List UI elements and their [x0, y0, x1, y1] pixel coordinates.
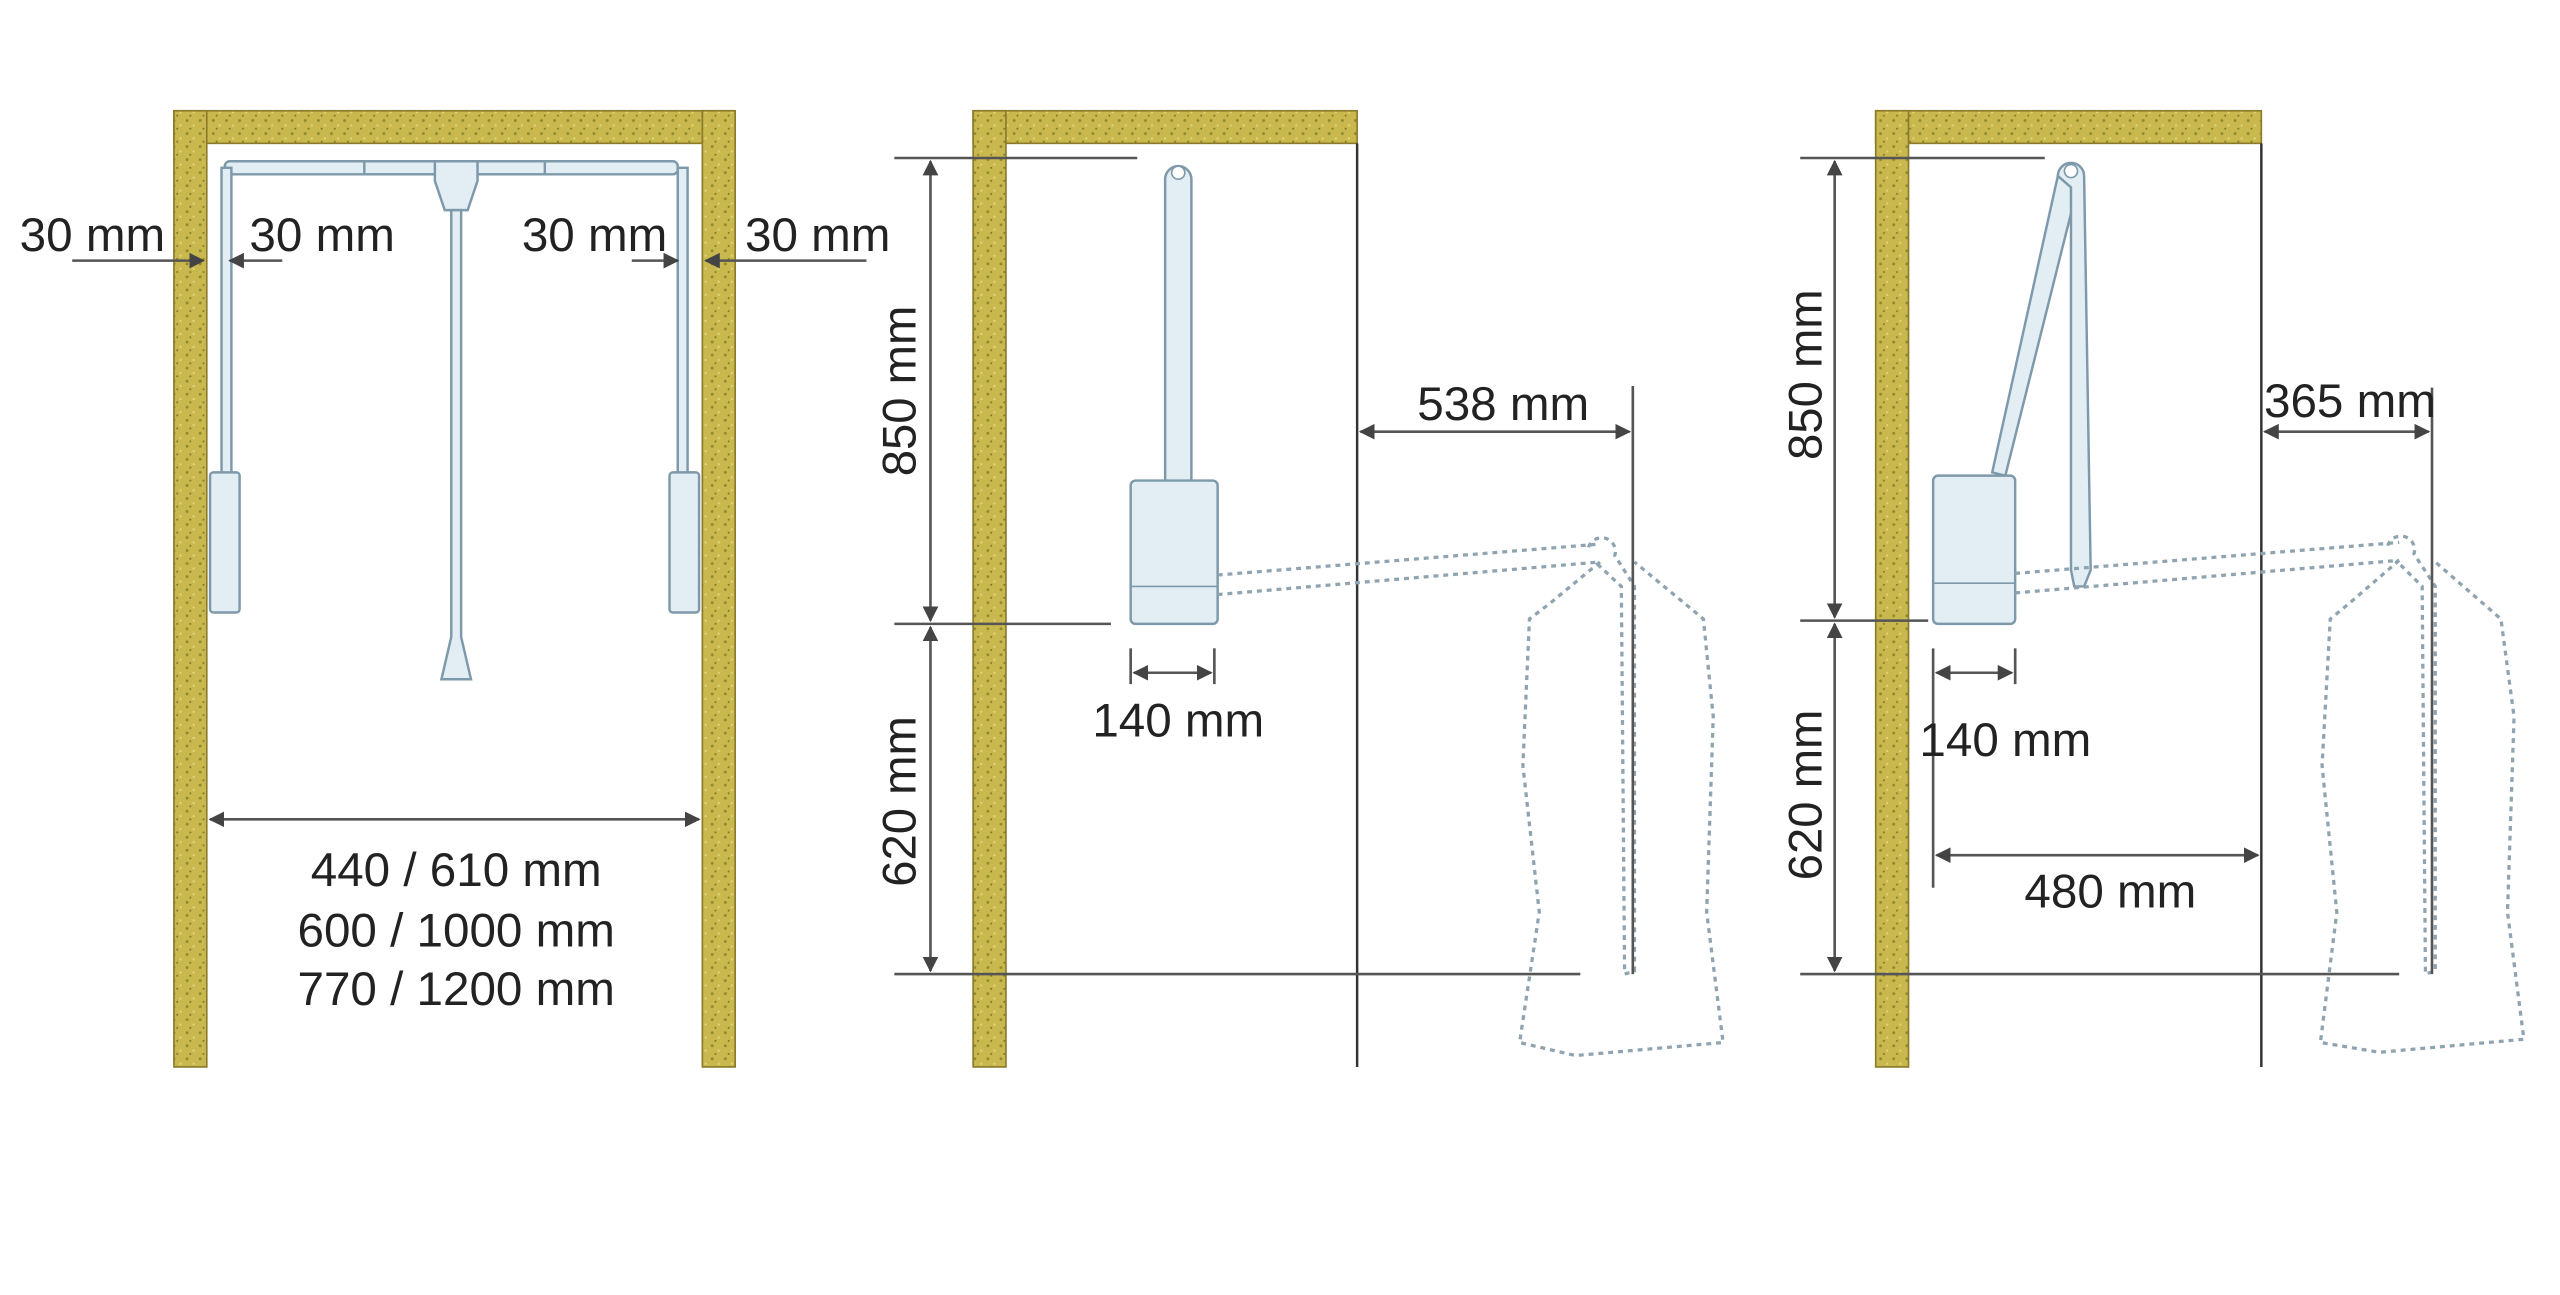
clearance-label-outer-left: 30 mm	[20, 209, 165, 262]
unit-depth-label: 140 mm	[1092, 694, 1264, 747]
width-range-1: 440 / 610 mm	[311, 844, 602, 897]
cabinet-back-wall	[1874, 109, 1910, 1068]
side-view-extended: 850 mm 620 mm 140 mm 480 mm 365 mm	[1779, 109, 2526, 1068]
cabinet-depth-label: 480 mm	[2024, 865, 2196, 918]
upper-height-label: 850 mm	[1779, 289, 1832, 460]
projection-label: 365 mm	[2264, 375, 2436, 428]
unit-depth-label: 140 mm	[1919, 714, 2091, 767]
cabinet-top-board	[972, 109, 1358, 145]
cabinet-left-wall	[173, 109, 208, 1068]
wardrobe-lift-front	[208, 160, 701, 681]
width-range-2: 600 / 1000 mm	[298, 905, 615, 958]
clearance-label-inner-left: 30 mm	[249, 209, 394, 262]
lower-height-label: 620 mm	[874, 716, 927, 887]
wardrobe-lift-side-extended	[1931, 161, 2526, 1054]
upper-height-label: 850 mm	[874, 306, 927, 477]
clearance-label-inner-right: 30 mm	[522, 209, 667, 262]
cabinet-top-board	[173, 109, 736, 145]
cabinet-right-wall	[701, 109, 736, 1068]
width-range-3: 770 / 1200 mm	[298, 963, 615, 1016]
projection-label: 538 mm	[1417, 378, 1589, 431]
wardrobe-lift-side-retracted	[1129, 164, 1725, 1058]
lower-height-label: 620 mm	[1779, 710, 1832, 881]
front-view: 30 mm 30 mm 30 mm 30 mm 440 / 610 mm 600…	[20, 109, 890, 1068]
side-view-retracted: 850 mm 620 mm 140 mm 538 mm	[874, 109, 1725, 1068]
cabinet-top-board	[1874, 109, 2263, 145]
garment-outline	[2318, 559, 2526, 1054]
cabinet-back-wall	[972, 109, 1007, 1068]
clearance-label-outer-right: 30 mm	[745, 209, 890, 262]
